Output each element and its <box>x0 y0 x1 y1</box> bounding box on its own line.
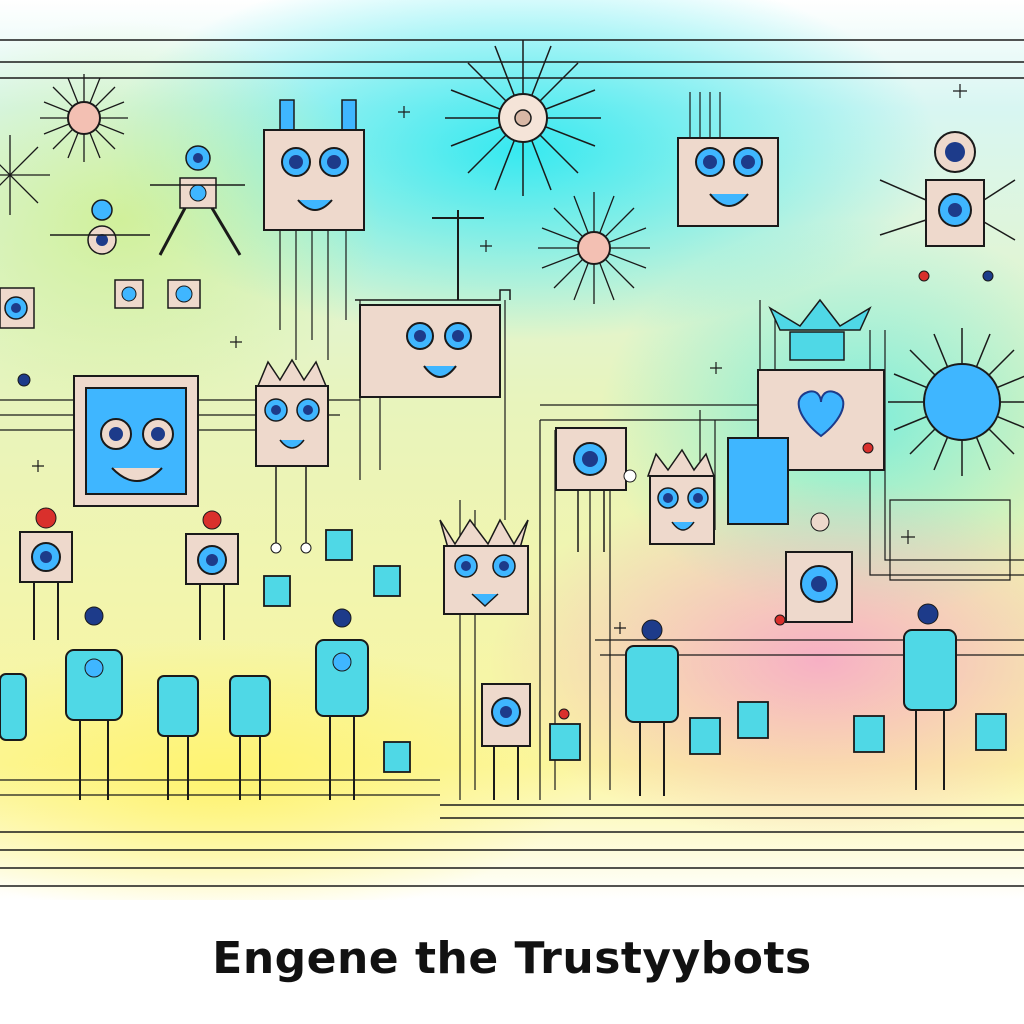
robot-icon <box>50 199 201 309</box>
robot-icon <box>439 518 529 615</box>
robot-icon <box>646 448 716 545</box>
frame-lines <box>0 39 1024 887</box>
robot-icon <box>677 92 779 227</box>
robot-icon <box>315 639 369 800</box>
robot-icon <box>625 619 679 796</box>
robot-icon <box>757 369 885 471</box>
robot-icon <box>903 603 957 790</box>
sparkles <box>32 84 967 634</box>
sun-burst-icon <box>538 192 650 304</box>
robot-icon <box>73 375 199 507</box>
robot-icon <box>255 358 329 554</box>
screen-panel <box>727 437 789 525</box>
robot-icon <box>0 673 27 741</box>
trustybots-illustration <box>0 0 1024 900</box>
sun-burst-icon <box>888 328 1024 476</box>
robot-icon <box>481 683 531 800</box>
robot-icon <box>150 145 245 256</box>
robot-icon <box>263 99 365 360</box>
robot-icon <box>879 131 1016 247</box>
crown-icon <box>768 298 872 361</box>
robot-icon <box>229 675 271 800</box>
dots <box>17 270 994 720</box>
robot-icon <box>185 510 239 640</box>
robot-icon <box>157 675 199 800</box>
robot-icon <box>785 551 853 623</box>
sun-burst-icon <box>0 135 50 215</box>
robot-icon <box>19 507 73 640</box>
robot-icon <box>263 529 1007 773</box>
robot-icon <box>355 210 511 398</box>
sun-burst-icon <box>445 40 601 196</box>
robot-icon <box>555 427 627 552</box>
robot-icon <box>0 287 35 329</box>
heart-icon <box>797 390 845 438</box>
robot-icon <box>65 649 123 800</box>
poster-caption: Engene the Trustyybots <box>212 932 812 984</box>
sun-burst-icon <box>40 74 128 162</box>
